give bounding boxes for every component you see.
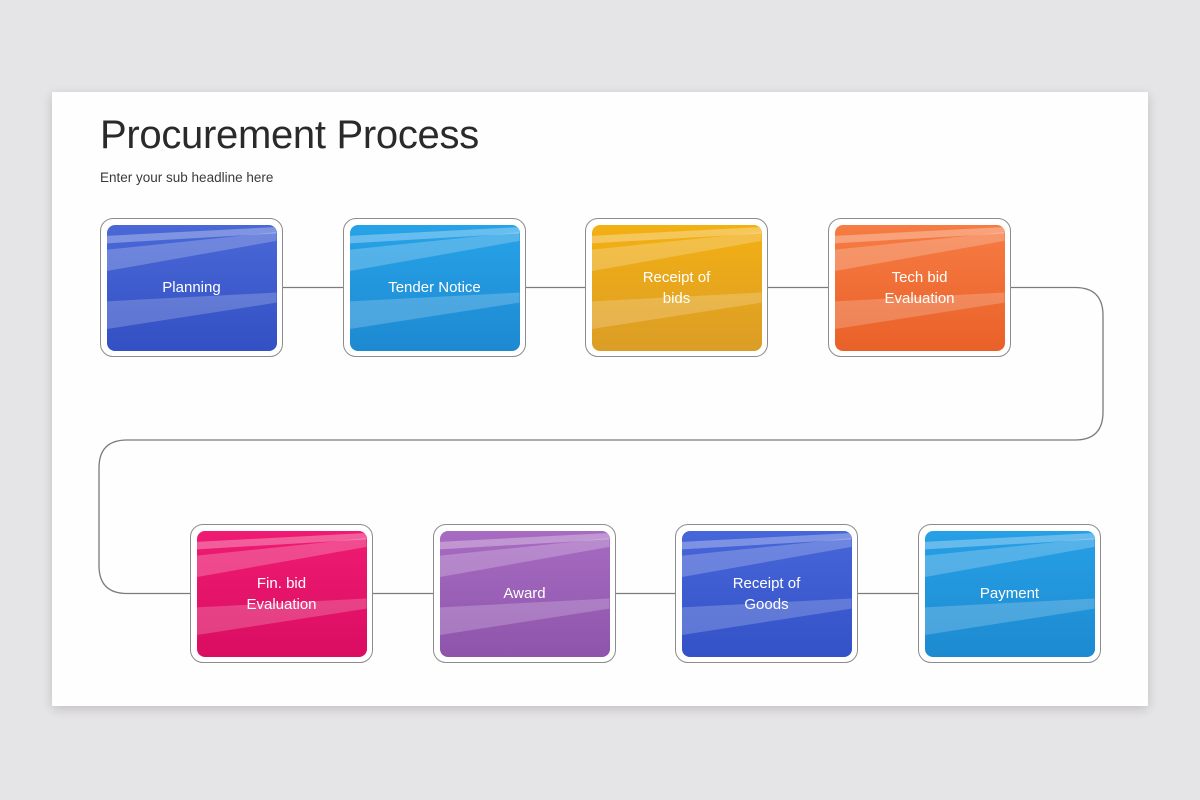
step-panel: Fin. bid Evaluation bbox=[196, 530, 367, 657]
step-label: Tech bid Evaluation bbox=[884, 268, 955, 307]
step-panel: Receipt of bids bbox=[591, 224, 762, 351]
step-panel: Planning bbox=[106, 224, 277, 351]
connector-loop-techbid-finbid bbox=[98, 286, 1104, 595]
step-label: Receipt of Goods bbox=[732, 574, 801, 613]
process-step-tender-notice[interactable]: Tender Notice bbox=[343, 218, 526, 357]
process-step-planning[interactable]: Planning bbox=[100, 218, 283, 357]
slide-subtitle: Enter your sub headline here bbox=[100, 170, 274, 185]
step-label: Fin. bid Evaluation bbox=[246, 574, 317, 613]
step-label: Receipt of bids bbox=[642, 268, 711, 307]
step-label: Award bbox=[503, 585, 546, 602]
process-step-receipt-of-goods[interactable]: Receipt of Goods bbox=[675, 524, 858, 663]
process-step-receipt-of-bids[interactable]: Receipt of bids bbox=[585, 218, 768, 357]
slide-canvas: Procurement Process Enter your sub headl… bbox=[52, 92, 1148, 706]
step-panel: Payment bbox=[924, 530, 1095, 657]
step-panel: Award bbox=[439, 530, 610, 657]
process-step-payment[interactable]: Payment bbox=[918, 524, 1101, 663]
step-panel: Receipt of Goods bbox=[681, 530, 852, 657]
process-step-tech-bid-evaluation[interactable]: Tech bid Evaluation bbox=[828, 218, 1011, 357]
process-step-fin-bid-evaluation[interactable]: Fin. bid Evaluation bbox=[190, 524, 373, 663]
step-label: Planning bbox=[162, 279, 221, 296]
step-panel: Tender Notice bbox=[349, 224, 520, 351]
step-label: Payment bbox=[979, 585, 1040, 602]
step-panel: Tech bid Evaluation bbox=[834, 224, 1005, 351]
slide-title: Procurement Process bbox=[100, 113, 479, 157]
process-step-award[interactable]: Award bbox=[433, 524, 616, 663]
connector-lines bbox=[98, 286, 1104, 595]
step-label: Tender Notice bbox=[388, 279, 481, 296]
